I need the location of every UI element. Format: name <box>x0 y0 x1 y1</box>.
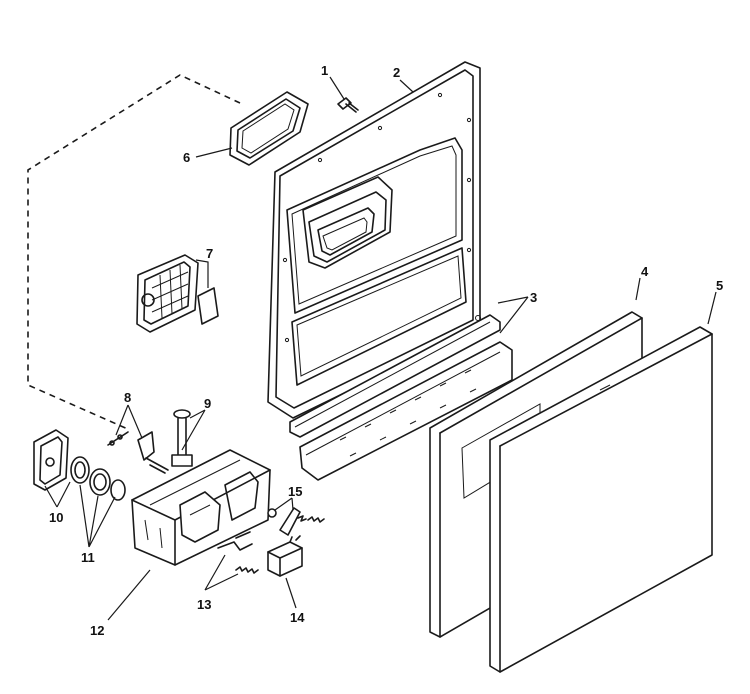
part-14-switch <box>267 535 303 577</box>
callout-4: 4 <box>641 264 649 279</box>
callout-7: 7 <box>206 246 213 261</box>
callout-10: 10 <box>49 510 63 525</box>
callout-6: 6 <box>183 150 190 165</box>
part-6-gasket <box>229 91 309 166</box>
part-1-screw <box>337 97 359 113</box>
part-5-front-panel <box>489 326 713 673</box>
callout-9: 9 <box>204 396 211 411</box>
callout-15: 15 <box>288 484 302 499</box>
callout-2: 2 <box>393 65 400 80</box>
part-9-actuator <box>145 409 193 474</box>
callout-14: 14 <box>290 610 305 625</box>
part-7-vent <box>136 254 219 333</box>
part-11-rings <box>70 456 126 501</box>
part-12-dispenser <box>131 449 271 566</box>
part-8-pin <box>107 431 155 461</box>
callout-5: 5 <box>716 278 723 293</box>
callout-1: 1 <box>321 63 328 78</box>
part-13-springs <box>217 531 259 574</box>
callout-11: 11 <box>81 550 95 565</box>
leader-lines <box>44 76 717 621</box>
callout-labels: 1 2 3 4 5 6 7 8 9 10 11 12 13 14 15 <box>49 63 723 638</box>
part-10-bezel <box>33 429 69 491</box>
dashed-reference-outline <box>27 74 241 431</box>
part-2-inner-door <box>267 61 481 419</box>
part-15-latch <box>267 507 325 536</box>
callout-3: 3 <box>530 290 537 305</box>
callout-13: 13 <box>197 597 211 612</box>
callout-8: 8 <box>124 390 131 405</box>
callout-12: 12 <box>90 623 104 638</box>
